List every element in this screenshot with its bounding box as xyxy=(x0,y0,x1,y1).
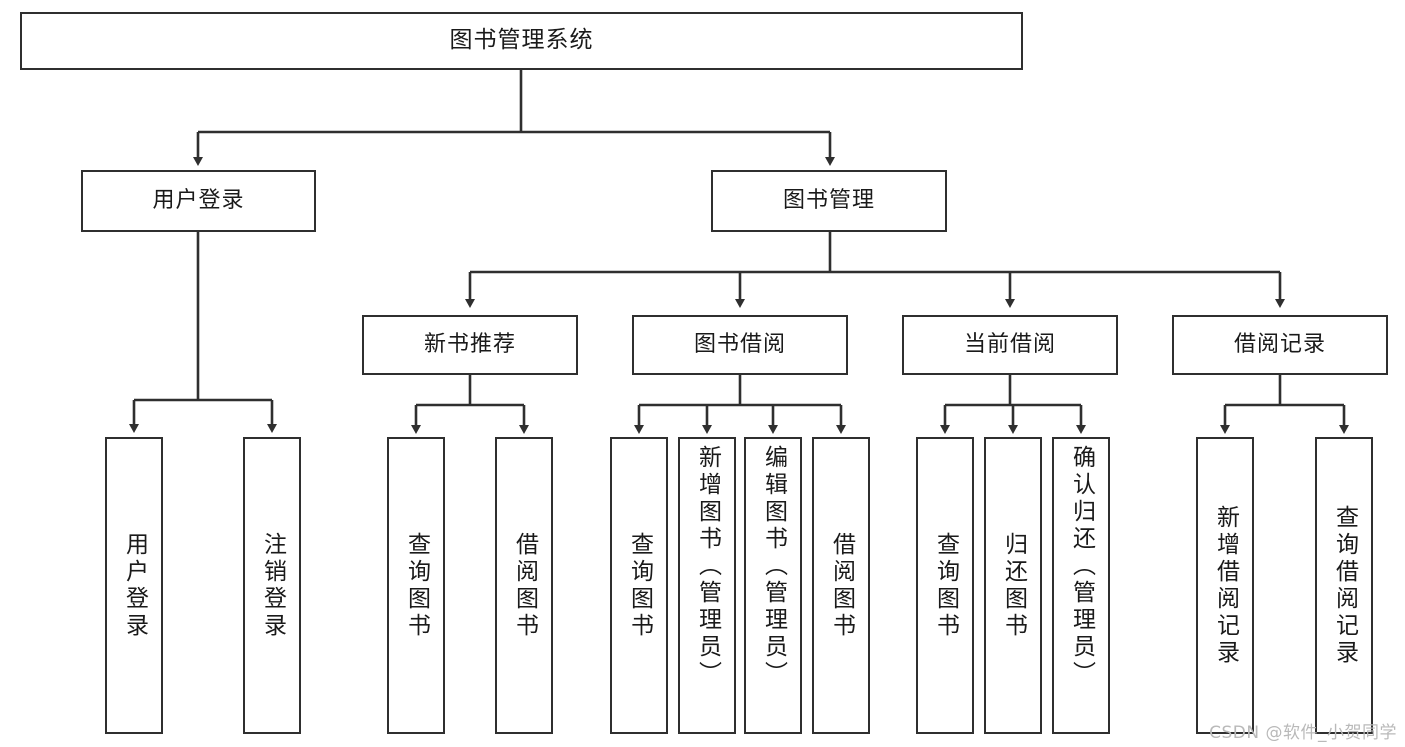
node-label: 编辑图书（管理员） xyxy=(760,445,787,688)
leaf-add-borrow-record[interactable]: 新增借阅记录 xyxy=(1196,437,1254,734)
node-label: 新增借阅记录 xyxy=(1212,504,1239,667)
node-label: 用户登录 xyxy=(121,531,148,640)
leaf-query-book-current[interactable]: 查询图书 xyxy=(916,437,974,734)
node-new-book-recommend[interactable]: 新书推荐 xyxy=(362,315,578,375)
node-label: 新增图书（管理员） xyxy=(694,445,721,688)
leaf-user-login[interactable]: 用户登录 xyxy=(105,437,163,734)
node-label: 归还图书 xyxy=(1000,531,1027,640)
node-label: 查询图书 xyxy=(626,531,653,640)
node-label: 查询图书 xyxy=(403,531,430,640)
leaf-confirm-return[interactable]: 确认归还（管理员） xyxy=(1052,437,1110,734)
leaf-logout-login[interactable]: 注销登录 xyxy=(243,437,301,734)
node-label: 用户登录 xyxy=(152,187,245,213)
leaf-query-book-borrow[interactable]: 查询图书 xyxy=(610,437,668,734)
node-label: 确认归还（管理员） xyxy=(1068,445,1095,688)
watermark: CSDN @软件_小贺同学 xyxy=(1209,723,1397,743)
node-label: 新书推荐 xyxy=(423,331,516,357)
node-label: 查询图书 xyxy=(932,531,959,640)
node-label: 借阅图书 xyxy=(828,531,855,640)
node-label: 图书管理系统 xyxy=(449,27,594,54)
node-label: 当前借阅 xyxy=(963,331,1056,357)
node-user-login[interactable]: 用户登录 xyxy=(81,170,316,232)
leaf-query-book-recommend[interactable]: 查询图书 xyxy=(387,437,445,734)
node-label: 查询借阅记录 xyxy=(1331,504,1358,667)
node-current-borrow[interactable]: 当前借阅 xyxy=(902,315,1118,375)
node-root-system[interactable]: 图书管理系统 xyxy=(20,12,1023,70)
node-label: 图书借阅 xyxy=(693,331,786,357)
leaf-add-book[interactable]: 新增图书（管理员） xyxy=(678,437,736,734)
node-label: 借阅图书 xyxy=(511,531,538,640)
leaf-edit-book[interactable]: 编辑图书（管理员） xyxy=(744,437,802,734)
leaf-borrow-book-recommend[interactable]: 借阅图书 xyxy=(495,437,553,734)
leaf-return-book[interactable]: 归还图书 xyxy=(984,437,1042,734)
leaf-query-borrow-record[interactable]: 查询借阅记录 xyxy=(1315,437,1373,734)
leaf-borrow-book[interactable]: 借阅图书 xyxy=(812,437,870,734)
node-borrow-record[interactable]: 借阅记录 xyxy=(1172,315,1388,375)
node-book-manage[interactable]: 图书管理 xyxy=(711,170,947,232)
node-label: 借阅记录 xyxy=(1233,331,1326,357)
node-book-borrow[interactable]: 图书借阅 xyxy=(632,315,848,375)
node-label: 注销登录 xyxy=(259,531,286,640)
node-label: 图书管理 xyxy=(782,187,875,213)
